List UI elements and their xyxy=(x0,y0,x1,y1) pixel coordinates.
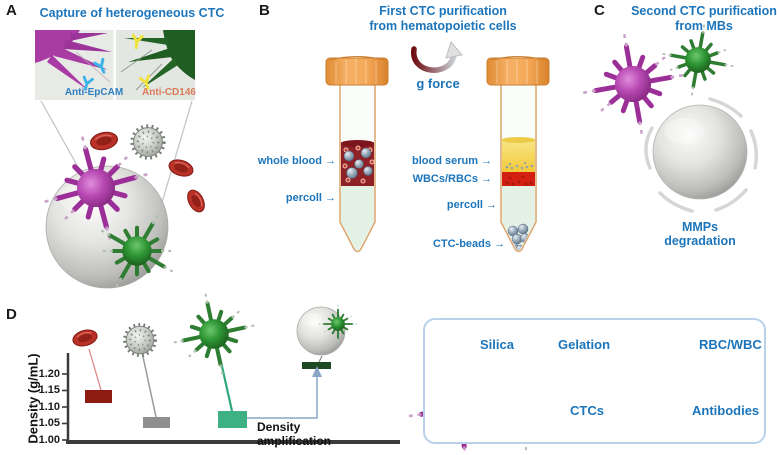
right-arrow-icon: → xyxy=(494,238,505,250)
percoll-layer xyxy=(341,186,374,251)
anti-cd146-label: Anti-CD146 xyxy=(142,87,196,98)
rbc-icon xyxy=(166,156,196,180)
y-tick-1.15: 1.15 xyxy=(38,384,60,396)
y-axis-ticks xyxy=(62,373,68,441)
rbc-icon xyxy=(183,186,209,216)
right-arrow-icon: → xyxy=(481,155,492,167)
wbc-density-bar xyxy=(143,417,170,428)
g-force-arrow-icon xyxy=(411,41,463,73)
panel-c-label: C xyxy=(594,2,605,19)
density-amplification-annotation: Density amplification xyxy=(257,420,332,448)
rbc-density-bar xyxy=(85,390,112,403)
wbc-icon xyxy=(130,124,166,160)
legend-gelation-label: Gelation xyxy=(558,337,611,352)
inset-micrograph xyxy=(35,30,195,244)
panel-b-title-line2: from hematopoietic cells xyxy=(369,19,517,33)
panel-b-title-line1: First CTC purification xyxy=(379,4,507,18)
wbc-rbc-layer xyxy=(502,172,535,186)
right-arrow-icon: → xyxy=(486,199,497,211)
legend-antibodies-label: Antibodies xyxy=(692,403,760,418)
mmps-degradation-caption: MMPs degradation xyxy=(650,220,750,248)
panel-a-graphics xyxy=(30,30,209,308)
right-arrow-icon: → xyxy=(481,173,492,185)
annotation-line2: amplification xyxy=(257,433,332,448)
panel-c-title-line1: Second CTC purification xyxy=(631,4,777,18)
silica-bead-with-ctc xyxy=(296,306,346,356)
blood-serum-label: blood serum → xyxy=(411,155,492,167)
tube-cap xyxy=(325,57,389,86)
inset-green-cell xyxy=(163,30,195,80)
panel-c-title-line2: from MBs xyxy=(675,19,733,33)
wbc-connector-line xyxy=(141,351,157,418)
y-tick-1.05: 1.05 xyxy=(38,417,60,429)
panel-a-title: Capture of heterogeneous CTC xyxy=(39,6,225,20)
legend-rbc-wbc-label: RBC/WBC xyxy=(699,337,762,352)
panel-b-title: First CTC purification from hematopoieti… xyxy=(355,4,531,34)
y-tick-1.10: 1.10 xyxy=(38,401,60,413)
density-amplification-arrow-icon xyxy=(247,366,322,419)
ctc-beads-label: CTC-beads → xyxy=(432,238,505,250)
panel-d-chart xyxy=(62,284,400,444)
bead-connector-line xyxy=(318,355,323,363)
degrading-microbead xyxy=(652,104,748,200)
tube-after-centrifugation xyxy=(486,56,550,253)
percoll-label-right: percoll → xyxy=(446,199,497,211)
rbc-icon xyxy=(88,129,120,153)
percoll-label-left: percoll → xyxy=(285,192,336,204)
mmps-line2: degradation xyxy=(664,234,736,248)
serum-specks xyxy=(505,161,534,170)
right-arrow-icon: → xyxy=(325,192,336,204)
panel-d-label: D xyxy=(6,306,17,323)
green-ctc-icon xyxy=(164,284,263,383)
legend-silica-label: Silica xyxy=(480,337,514,352)
wbcs-rbcs-label: WBCs/RBCs → xyxy=(412,173,492,185)
x-axis xyxy=(66,440,400,444)
rbc-icon xyxy=(70,326,100,350)
tube-cap xyxy=(486,57,550,86)
panel-c-graphics xyxy=(574,16,759,213)
ctc-density-bar xyxy=(218,411,247,428)
rbc-connector-line xyxy=(88,348,102,391)
panel-a-label: A xyxy=(6,2,17,19)
wbc-icon xyxy=(123,323,157,357)
legend-ctcs-label: CTCs xyxy=(570,403,604,418)
y-tick-1.00: 1.00 xyxy=(38,434,60,446)
anti-epcam-label: Anti-EpCAM xyxy=(64,87,124,98)
y-tick-1.20: 1.20 xyxy=(38,368,60,380)
legend-box xyxy=(423,318,766,444)
panel-c-title: Second CTC purification from MBs xyxy=(620,4,777,34)
whole-blood-label: whole blood → xyxy=(257,155,336,167)
degradation-fragments xyxy=(644,97,759,213)
annotation-line1: Density xyxy=(257,420,301,434)
panel-b-graphics xyxy=(325,41,550,253)
amplified-density-bar xyxy=(302,362,331,369)
panel-b-label: B xyxy=(259,2,270,19)
ctc-beads-in-blood xyxy=(343,147,373,179)
g-force-label: g force xyxy=(416,76,460,91)
right-arrow-icon: → xyxy=(325,155,336,167)
inset-purple-cell xyxy=(35,30,80,63)
mmps-line1: MMPs xyxy=(681,220,719,234)
